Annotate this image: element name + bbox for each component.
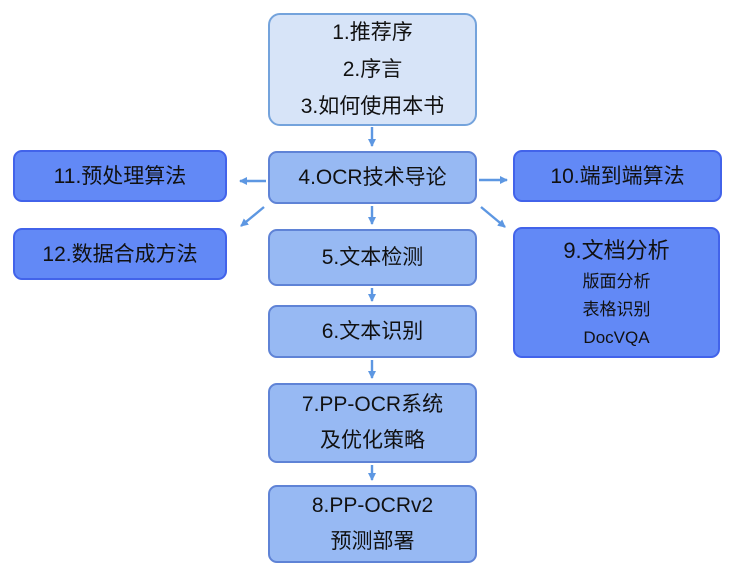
node-item-2: 表格识别: [582, 299, 651, 319]
node-label: 11.预处理算法: [53, 164, 187, 188]
node-title: 9.文档分析: [563, 237, 670, 263]
node-item-3: DocVQA: [583, 327, 650, 347]
arrow-ch4-to-ch12: [240, 206, 265, 227]
node-ch10-end-to-end: 10.端到端算法: [513, 150, 722, 202]
node-ch4-ocr-intro: 4.OCR技术导论: [268, 151, 477, 204]
node-label: 10.端到端算法: [550, 164, 685, 188]
node-ch9-document-analysis: 9.文档分析 版面分析 表格识别 DocVQA: [513, 227, 720, 358]
node-label: 6.文本识别: [321, 320, 424, 343]
node-label: 5.文本检测: [321, 246, 424, 269]
node-item-1: 版面分析: [582, 271, 651, 291]
node-label: 12.数据合成方法: [42, 242, 198, 266]
node-line-2: 预测部署: [330, 530, 415, 553]
front-matter-line-1: 1.推荐序: [332, 21, 413, 44]
node-ch12-data-synthesis: 12.数据合成方法: [13, 228, 227, 280]
node-line-1: 8.PP-OCRv2: [311, 494, 434, 517]
node-label: 4.OCR技术导论: [298, 166, 447, 189]
front-matter-line-2: 2.序言: [342, 58, 403, 81]
node-ch5-text-detection: 5.文本检测: [268, 229, 477, 286]
front-matter-line-3: 3.如何使用本书: [300, 95, 445, 118]
node-front-matter: 1.推荐序 2.序言 3.如何使用本书: [268, 13, 477, 126]
node-ch7-ppocr-system: 7.PP-OCR系统 及优化策略: [268, 383, 477, 463]
node-line-2: 及优化策略: [320, 429, 425, 452]
node-line-1: 7.PP-OCR系统: [301, 393, 444, 416]
node-ch8-ppocrv2-deploy: 8.PP-OCRv2 预测部署: [268, 485, 477, 563]
node-ch11-preprocessing: 11.预处理算法: [13, 150, 227, 202]
node-ch6-text-recognition: 6.文本识别: [268, 305, 477, 358]
arrow-ch4-to-ch9: [480, 206, 506, 228]
